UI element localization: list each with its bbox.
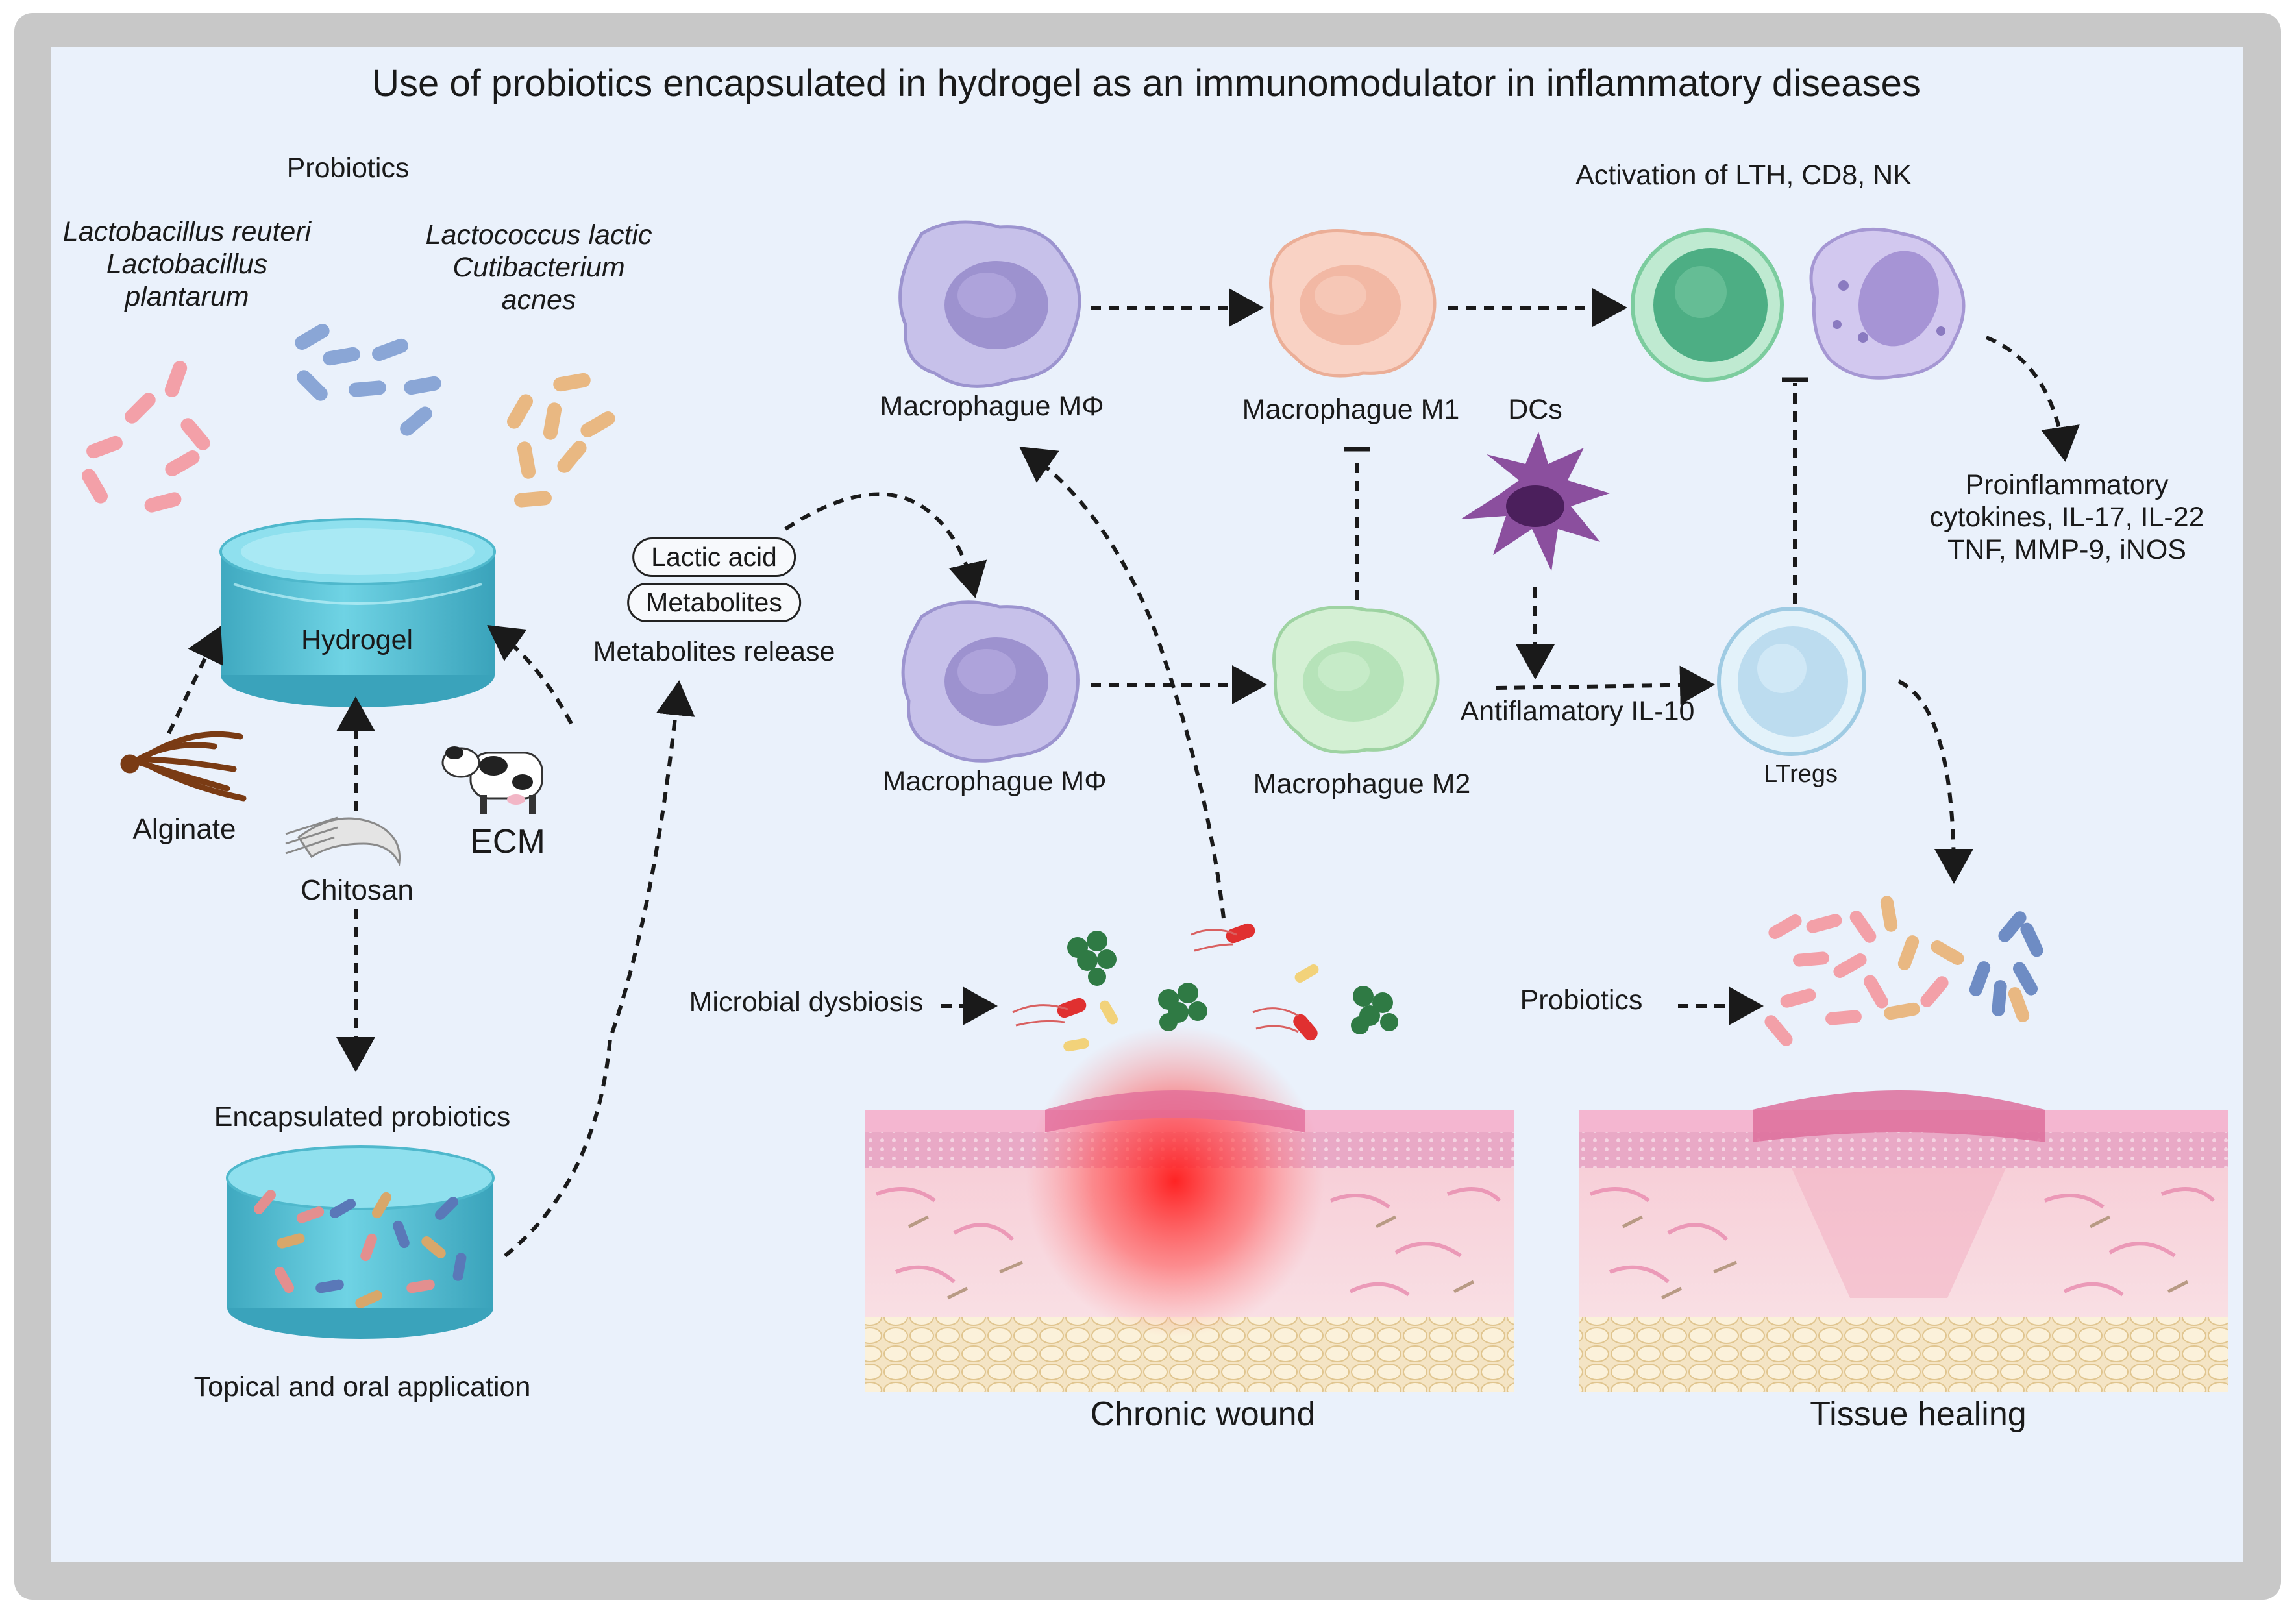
macrophage-m2-label: Macrophague M2 — [1253, 768, 1471, 800]
dendritic-cell-icon — [1461, 432, 1610, 571]
species-1-line-3: plantarum — [125, 281, 249, 312]
probiotics-healing-label: Probiotics — [1520, 985, 1643, 1016]
dcs-label: DCs — [1508, 394, 1562, 425]
species-2-line-1: Lactococcus lactic — [425, 219, 652, 251]
probiotics-heading: Probiotics — [286, 153, 410, 184]
species-1-line-2: Lactobacillus — [106, 249, 268, 280]
macrophage-bottom-icon — [901, 600, 1080, 763]
species-2-line-3: acnes — [501, 284, 576, 315]
healing-probiotics-bacteria — [1764, 896, 2043, 1046]
lymphocyte-green-icon — [1631, 228, 1784, 382]
macrophage-m1-label: Macrophague M1 — [1242, 394, 1460, 425]
chitosan-shrimp-icon — [285, 816, 401, 867]
macrophage-top-icon — [898, 220, 1081, 388]
hydrogel-cylinder-icon — [219, 518, 496, 707]
bacteria-cluster-pink — [82, 361, 210, 513]
ltregs-label: LTregs — [1763, 761, 1838, 788]
tissue-healing-skin-illustration — [1579, 1090, 2228, 1392]
ecm-cow-icon — [441, 746, 543, 814]
macrophage-bottom-label: Macrophague MΦ — [882, 766, 1107, 797]
chronic-wound-label: Chronic wound — [1090, 1395, 1316, 1433]
species-2-line-2: Cutibacterium — [452, 252, 625, 283]
encapsulated-label: Encapsulated probiotics — [214, 1101, 511, 1132]
figure-title: Use of probiotics encapsulated in hydrog… — [372, 62, 1921, 104]
antiinflammatory-label: Antiflamatory IL-10 — [1460, 696, 1695, 727]
macrophage-m2-icon — [1272, 606, 1440, 754]
tissue-healing-label: Tissue healing — [1810, 1395, 2027, 1433]
alginate-label: Alginate — [132, 813, 236, 845]
bacteria-cluster-blue — [295, 324, 441, 436]
chronic-wound-skin-illustration — [865, 1025, 1514, 1392]
bacteria-cluster-orange — [507, 373, 615, 508]
metabolites-release-label: Metabolites release — [593, 636, 835, 667]
proinflammatory-line-1: Proinflammatory — [1965, 469, 2169, 500]
alginate-seaweed-icon — [120, 731, 247, 802]
macrophage-top-label: Macrophague MΦ — [880, 391, 1104, 422]
inhibition-bars — [1344, 377, 1808, 452]
proinflammatory-line-2: cytokines, IL-17, IL-22 — [1929, 502, 2204, 533]
microbial-dysbiosis-label: Microbial dysbiosis — [689, 986, 924, 1018]
application-label: Topical and oral application — [193, 1371, 531, 1402]
flow-arrows — [167, 288, 2080, 1258]
dysbiosis-bacteria-icons — [1012, 923, 1398, 1052]
metabolites-pill: Metabolites — [627, 583, 801, 622]
macrophage-m1-icon — [1269, 229, 1437, 378]
species-1-line-1: Lactobacillus reuteri — [62, 216, 312, 247]
ecm-label: ECM — [470, 823, 545, 861]
nk-cell-icon — [1809, 227, 1966, 380]
hydrogel-label: Hydrogel — [301, 624, 414, 655]
chitosan-label: Chitosan — [301, 874, 414, 906]
lactic-acid-pill: Lactic acid — [632, 537, 796, 577]
proinflammatory-line-3: TNF, MMP-9, iNOS — [1947, 534, 2186, 565]
activation-label: Activation of LTH, CD8, NK — [1575, 160, 1912, 191]
encapsulated-probiotics-icon — [226, 1145, 495, 1339]
treg-cell-icon — [1717, 607, 1866, 756]
